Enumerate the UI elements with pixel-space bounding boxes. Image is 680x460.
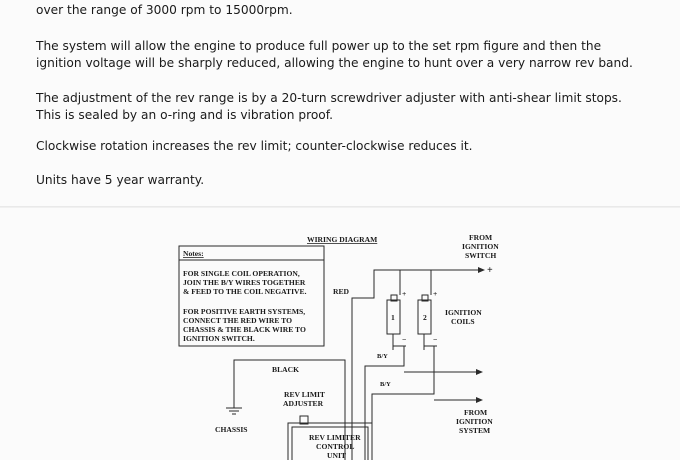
paragraph-warranty: Units have 5 year warranty. — [36, 173, 205, 187]
diagram-title: WIRING DIAGRAM — [307, 235, 377, 244]
by-wire-1 — [364, 346, 405, 460]
coil-1-plus: + — [402, 289, 406, 298]
adjuster-screw-icon — [299, 415, 309, 425]
coil-2-minus: − — [433, 335, 437, 344]
black-wire — [233, 359, 346, 460]
paragraph-adjustment: The adjustment of the rev range is by a … — [36, 91, 622, 122]
coil-2-terminal — [421, 294, 429, 302]
note-2-line-1: FOR POSITIVE EARTH SYSTEMS, — [183, 307, 305, 316]
from-switch-line-3: SWITCH — [465, 251, 496, 260]
control-unit-box — [287, 422, 373, 460]
by-wire-2 — [371, 346, 435, 460]
from-switch-line-2: IGNITION — [462, 242, 499, 251]
red-wire — [351, 269, 480, 460]
adjuster-label-line-2: ADJUSTER — [283, 399, 324, 408]
coil-1-terminal — [390, 294, 398, 302]
note-2-line-4: IGNITION SWITCH. — [183, 334, 255, 343]
switch-plus: + — [487, 265, 493, 276]
label-by-1: B/Y — [377, 353, 388, 360]
adjuster-label-line-1: REV LIMIT — [284, 390, 325, 399]
paragraph-rotation: Clockwise rotation increases the rev lim… — [36, 139, 473, 153]
note-2-line-2: CONNECT THE RED WIRE TO — [183, 316, 292, 325]
text-line-1: over the range of 3000 rpm to 15000rpm. — [36, 3, 293, 17]
label-red: RED — [333, 287, 350, 296]
coil-1-minus: − — [402, 335, 406, 344]
paragraph-operation: The system will allow the engine to prod… — [36, 39, 633, 70]
note-2-line-3: CHASSIS & THE BLACK WIRE TO — [183, 325, 306, 334]
note-1-line-1: FOR SINGLE COIL OPERATION, — [183, 269, 300, 278]
coils-label-line-2: COILS — [451, 317, 475, 326]
coil-1-label: 1 — [391, 313, 395, 322]
coils-label-line-1: IGNITION — [445, 308, 482, 317]
coil-2-label: 2 — [423, 313, 427, 322]
label-black: BLACK — [272, 365, 299, 374]
from-system-line-2: IGNITION — [456, 417, 493, 426]
from-system-line-1: FROM — [464, 408, 487, 417]
control-unit-line-2: CONTROL — [316, 442, 354, 451]
notes-title: Notes: — [183, 249, 204, 258]
from-system-line-3: SYSTEM — [459, 426, 490, 435]
control-unit-line-1: REV LIMITER — [309, 433, 361, 442]
note-1-line-3: & FEED TO THE COIL NEGATIVE. — [183, 287, 307, 296]
notes-box — [178, 245, 325, 347]
coil-2-plus: + — [433, 289, 437, 298]
from-switch-line-1: FROM — [469, 233, 492, 242]
label-by-2: B/Y — [380, 381, 391, 388]
note-1-line-2: JOIN THE B/Y WIRES TOGETHER — [183, 278, 306, 287]
control-unit-line-3: UNIT — [327, 451, 346, 460]
chassis-label: CHASSIS — [215, 425, 248, 434]
page-fold-divider — [0, 206, 680, 208]
